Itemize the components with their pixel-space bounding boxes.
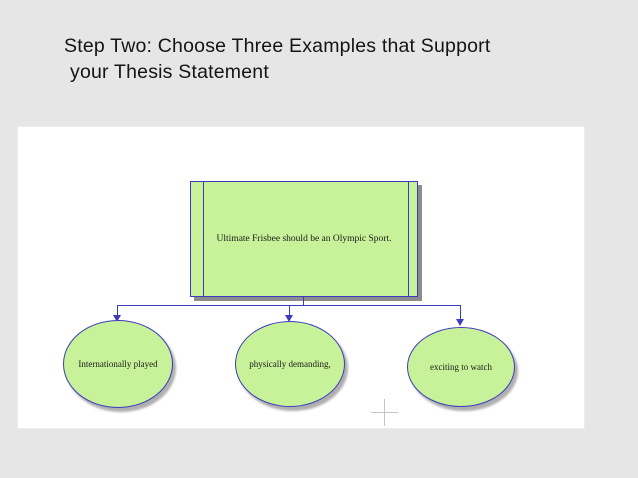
arrow-down-icon xyxy=(113,315,121,322)
crosshair-icon xyxy=(384,399,385,426)
thesis-statement-box: Ultimate Frisbee should be an Olympic Sp… xyxy=(190,181,418,297)
slide-title: Step Two: Choose Three Examples that Sup… xyxy=(64,33,564,85)
example-node-label: Internationally played xyxy=(78,359,158,369)
example-node-physically-demanding: physically demanding, xyxy=(235,321,345,407)
example-node-internationally-played: Internationally played xyxy=(63,320,173,408)
example-node-label: physically demanding, xyxy=(249,359,331,369)
example-node-exciting-to-watch: exciting to watch xyxy=(407,327,515,407)
thesis-statement-text: Ultimate Frisbee should be an Olympic Sp… xyxy=(216,234,392,244)
slide-title-line-1: Step Two: Choose Three Examples that Sup… xyxy=(64,35,491,57)
example-node-label: exciting to watch xyxy=(430,362,492,372)
thesis-box-inner-line-right xyxy=(408,182,409,296)
connector-drop-right xyxy=(460,305,461,320)
arrow-down-icon xyxy=(456,319,464,326)
slide-title-line-2: your Thesis Statement xyxy=(70,61,269,83)
connector-drop-middle xyxy=(289,305,290,316)
thesis-box-inner-line-left xyxy=(203,182,204,296)
arrow-down-icon xyxy=(285,315,293,322)
connector-stem xyxy=(303,296,304,305)
connector-drop-left xyxy=(117,305,118,316)
